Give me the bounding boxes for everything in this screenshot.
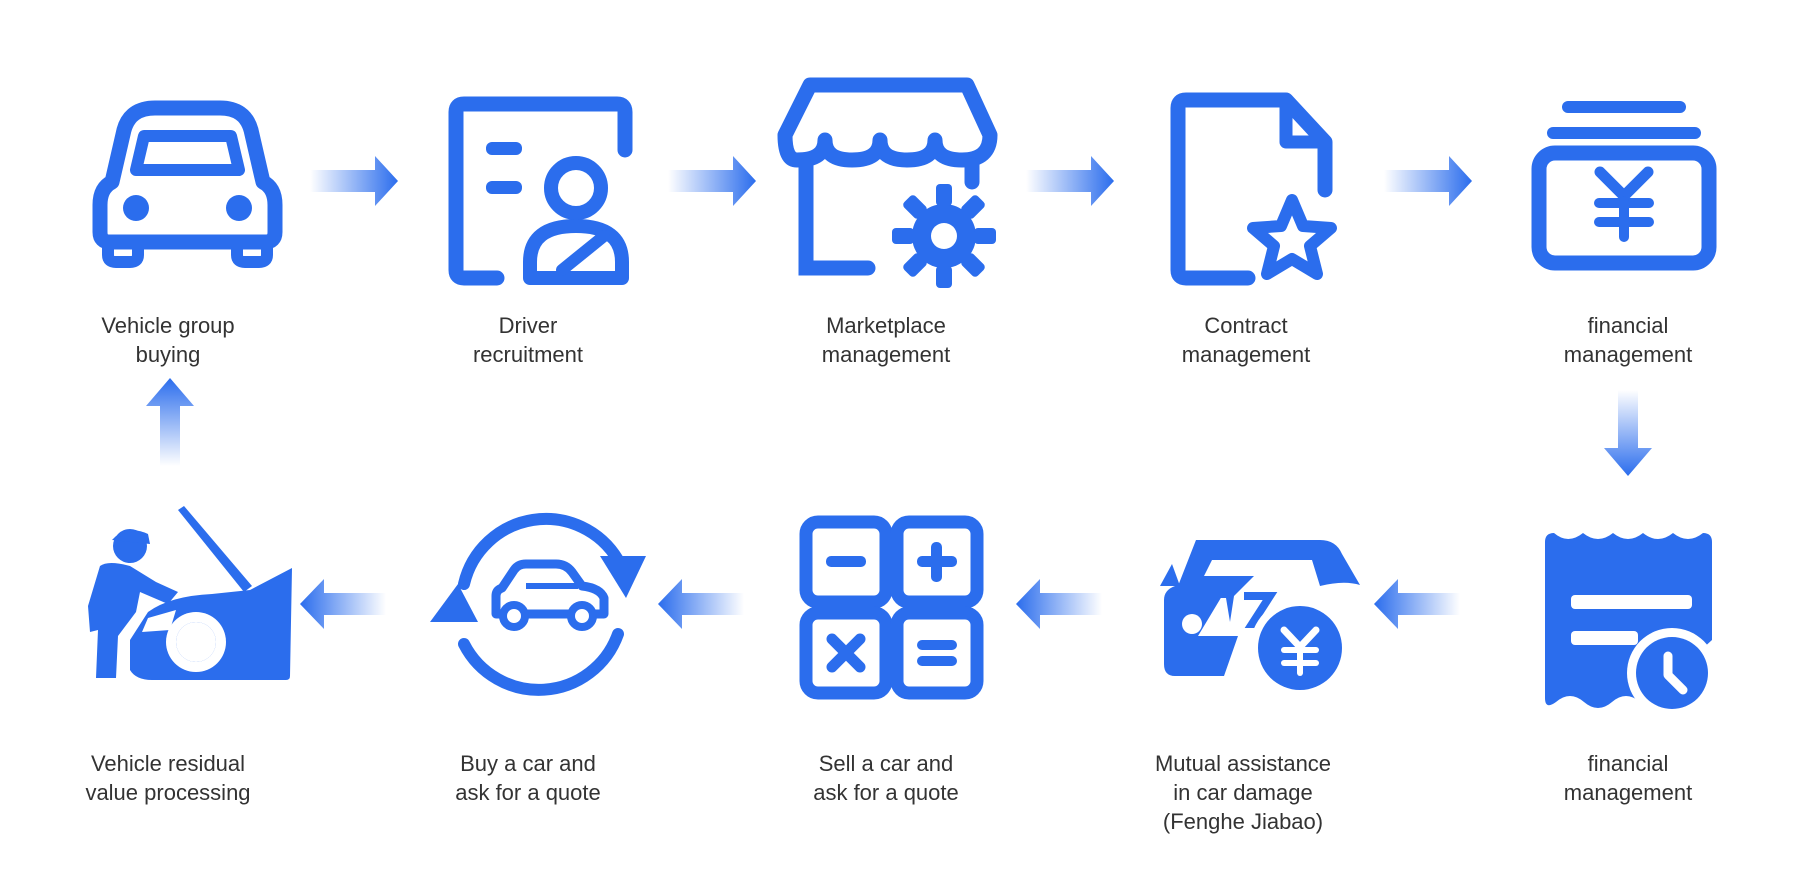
label-buy-a-car: Buy a car and ask for a quote (455, 751, 601, 805)
arrow-right-1 (310, 156, 398, 206)
driver-profile-icon (448, 96, 633, 286)
arrow-up (146, 378, 194, 466)
car-cycle-icon (430, 513, 646, 696)
arrow-right-3 (1026, 156, 1114, 206)
label-financial-management-1: financial management (1563, 313, 1693, 367)
car-icon (92, 100, 283, 268)
yuan-wallet-icon (1531, 101, 1717, 271)
label-contract-management: Contract management (1181, 313, 1311, 367)
label-vehicle-residual-value: Vehicle residual value processing (85, 751, 251, 805)
label-mutual-assistance: Mutual assistance in car damage (Fenghe … (1154, 751, 1332, 834)
arrow-left-2 (1016, 579, 1102, 629)
label-sell-a-car: Sell a car and ask for a quote (813, 751, 959, 805)
receipt-clock-icon (1545, 533, 1717, 718)
arrow-down (1604, 390, 1652, 476)
store-gear-icon (777, 77, 998, 288)
label-financial-management-2: financial management (1563, 751, 1693, 805)
label-driver-recruitment: Driver recruitment (472, 313, 584, 367)
mechanic-repair-icon (88, 506, 292, 680)
arrow-left-1 (1374, 579, 1460, 629)
label-marketplace-management: Marketplace management (821, 313, 951, 367)
arrow-left-3 (658, 579, 744, 629)
arrow-right-2 (668, 156, 756, 206)
damaged-car-yuan-icon (1160, 540, 1360, 698)
document-star-icon (1170, 92, 1337, 286)
calculator-icon (799, 515, 984, 700)
arrow-right-4 (1384, 156, 1472, 206)
label-vehicle-group-buying: Vehicle group buying (101, 313, 235, 367)
arrow-left-4 (300, 579, 386, 629)
